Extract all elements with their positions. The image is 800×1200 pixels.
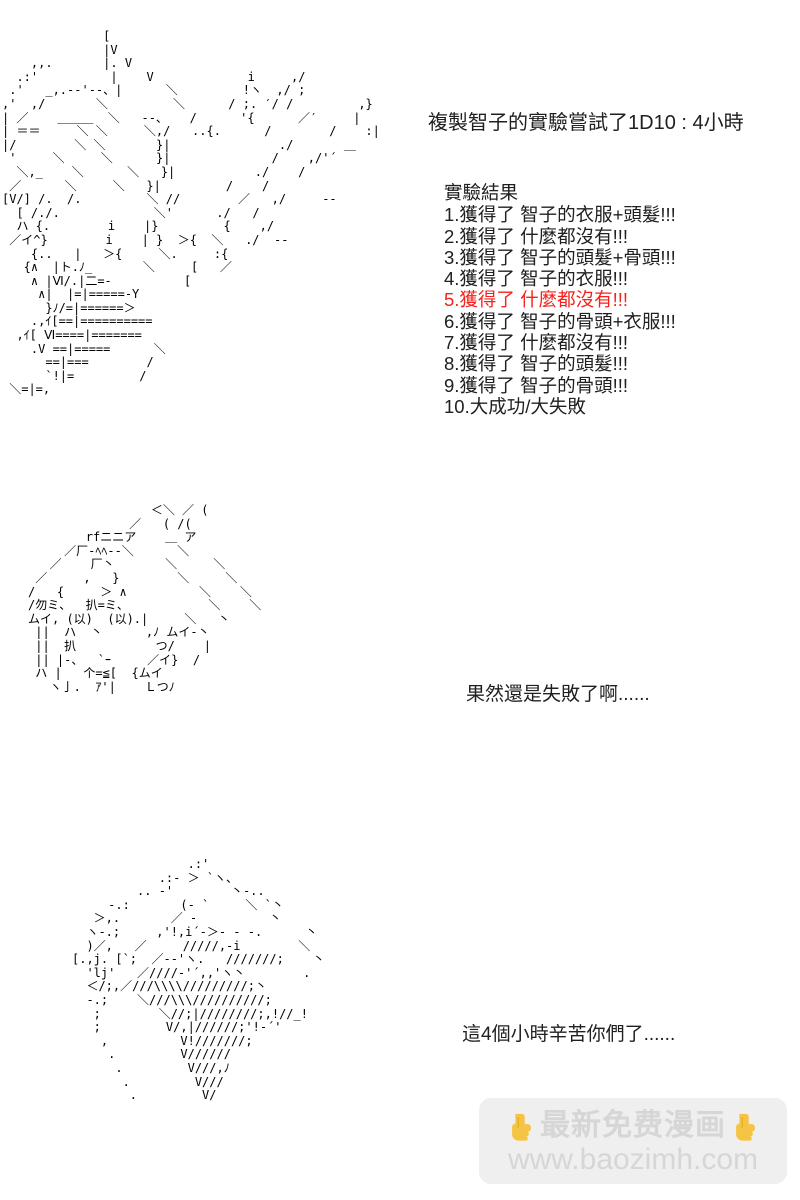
result-item-1: 1.獲得了 智子的衣服+頭髮!!! — [444, 204, 676, 226]
pointing-down-hand-icon-left — [506, 1111, 536, 1141]
experiment-results-title: 實驗結果 — [444, 182, 519, 203]
experiment-results: 實驗結果 1.獲得了 智子的衣服+頭髮!!! 2.獲得了 什麼都沒有!!! 3.… — [444, 182, 676, 417]
narration-headline: 複製智子的實驗嘗試了1D10 : 4小時 — [428, 112, 744, 134]
result-item-8: 8.獲得了 智子的頭髮!!! — [444, 353, 628, 375]
pointing-down-hand-icon-right — [730, 1111, 760, 1141]
result-item-2: 2.獲得了 什麼都沒有!!! — [444, 225, 628, 247]
dialogue-line-1: 果然還是失敗了啊...... — [466, 684, 650, 705]
result-item-9: 9.獲得了 智子的骨頭!!! — [444, 374, 628, 396]
ascii-art-top-character: [ |V ,,. |. V .:' | V i ,/ .' _,.-‐'‐-、|… — [2, 29, 380, 397]
result-item-4: 4.獲得了 智子的衣服!!! — [444, 268, 628, 290]
result-item-5-highlighted: 5.獲得了 什麼都沒有!!! — [444, 289, 628, 311]
watermark-chinese-text: 最新免费漫画 — [540, 1109, 726, 1142]
result-item-7: 7.獲得了 什麼都沒有!!! — [444, 332, 628, 354]
result-item-3: 3.獲得了 智子的頭髮+骨頭!!! — [444, 246, 676, 268]
dialogue-line-2: 這4個小時辛苦你們了...... — [462, 1024, 676, 1045]
ascii-art-bottom-character: .:' .:‐ ＞ `ヽ、 .. ‐' 丶‐.. ‐.: (‐ ` ＼ `丶 ＞… — [72, 857, 325, 1103]
result-item-10: 10.大成功/大失敗 — [444, 395, 586, 417]
result-item-6: 6.獲得了 智子的骨頭+衣服!!! — [444, 310, 676, 332]
watermark-top-row: 最新免费漫画 — [506, 1106, 760, 1146]
watermark-url: www.baozimh.com — [507, 1143, 759, 1176]
ascii-art-middle-character: ＜＼ ／ ( ／ ( /( rfニニア ＿ ア ／厂‐ﾍﾍ‐‐＼ ＼ ／ 厂丶 … — [28, 503, 262, 694]
site-watermark: 最新免费漫画 www.baozimh.com — [479, 1098, 787, 1184]
